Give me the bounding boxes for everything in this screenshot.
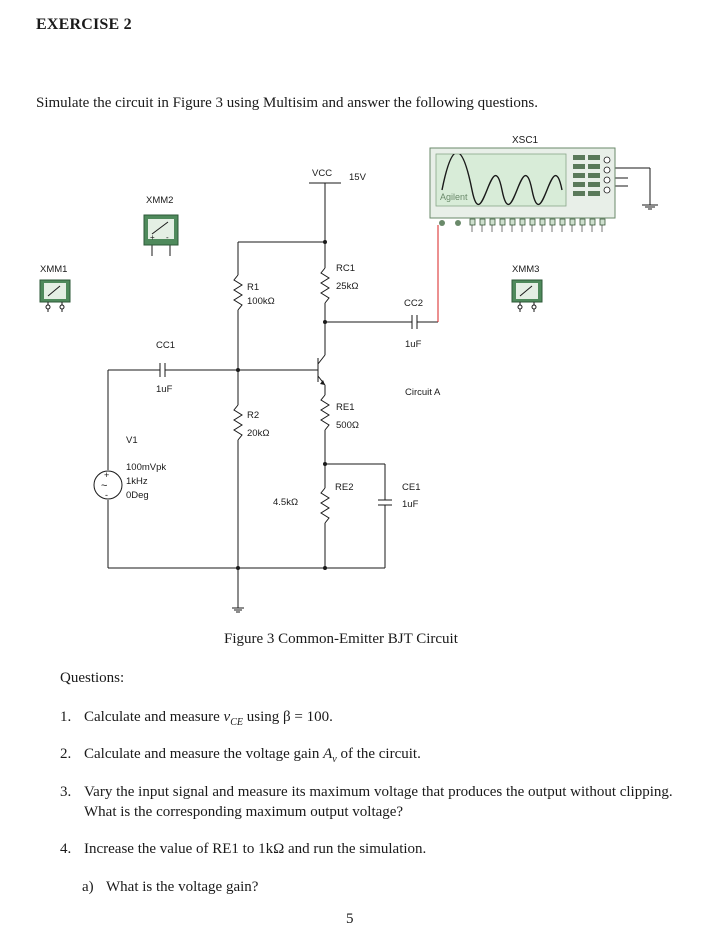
- oscilloscope: Agilent: [429, 147, 616, 232]
- multimeter-xmm1-icon: [39, 279, 71, 312]
- scope-brand: Agilent: [440, 192, 468, 202]
- label-v1-amplitude: 100mVpk: [126, 462, 166, 473]
- v1-minus-sign: -: [105, 490, 108, 500]
- label-v1: V1: [126, 435, 138, 446]
- exercise-title: EXERCISE 2: [36, 16, 132, 33]
- multimeter-xmm3-icon: [511, 279, 543, 312]
- label-re2: RE2: [335, 482, 353, 493]
- question-text: Calculate and measure vCE using β = 100.: [84, 709, 333, 728]
- label-r2: R2: [247, 410, 259, 421]
- label-re2-value: 4.5kΩ: [273, 497, 298, 508]
- v1-source: [93, 470, 123, 500]
- question-number: 3.: [60, 784, 72, 800]
- questions-heading: Questions:: [60, 670, 125, 686]
- question-number: 2.: [60, 746, 72, 762]
- label-circuit-a: Circuit A: [405, 387, 441, 398]
- label-v1-frequency: 1kHz: [126, 476, 148, 487]
- v1-tilde-icon: ~: [101, 480, 107, 492]
- label-xmm3: XMM3: [512, 264, 539, 275]
- question-number: 4.: [60, 841, 72, 857]
- intro-text: Simulate the circuit in Figure 3 using M…: [36, 95, 539, 111]
- label-xmm1: XMM1: [40, 264, 67, 275]
- label-ce1: CE1: [402, 482, 420, 493]
- bjt-collector: [317, 354, 326, 365]
- label-xsc1: XSC1: [512, 135, 539, 146]
- question-text: Increase the value of RE1 to 1kΩ and run…: [84, 841, 427, 857]
- r2-resistor: [233, 404, 243, 441]
- question-number: 1.: [60, 709, 72, 725]
- subquestion-text: What is the voltage gain?: [106, 879, 259, 895]
- label-re1-value: 500Ω: [336, 420, 359, 431]
- page-number: 5: [346, 911, 354, 927]
- label-r1-value: 100kΩ: [247, 296, 275, 307]
- label-xmm2: XMM2: [146, 195, 173, 206]
- bjt-emitter-arrow: [320, 380, 325, 385]
- figure-caption: Figure 3 Common-Emitter BJT Circuit: [224, 631, 458, 647]
- r1-resistor: [233, 274, 243, 311]
- label-rc1: RC1: [336, 263, 355, 274]
- re1-resistor: [320, 394, 330, 431]
- question-3: 3. Vary the input signal and measure its…: [60, 782, 680, 824]
- svg-text:-: -: [166, 233, 169, 242]
- label-r1: R1: [247, 282, 259, 293]
- label-cc2: CC2: [404, 298, 423, 309]
- label-vcc-value: 15V: [349, 172, 367, 183]
- sine-wave-icon: [441, 154, 563, 206]
- label-cc1-value: 1uF: [156, 384, 173, 395]
- multimeter-xmm2-icon: +-: [143, 214, 179, 246]
- v1-plus-sign: +: [104, 470, 109, 480]
- label-v1-phase: 0Deg: [126, 490, 149, 501]
- label-ce1-value: 1uF: [402, 499, 419, 510]
- label-cc2-value: 1uF: [405, 339, 422, 350]
- rc1-resistor: [320, 267, 330, 304]
- circuit-schematic: + - ~: [39, 135, 658, 613]
- question-text: Vary the input signal and measure its ma…: [84, 784, 673, 820]
- question-text: Calculate and measure the voltage gain A…: [84, 746, 421, 765]
- label-rc1-value: 25kΩ: [336, 281, 358, 292]
- re2-resistor: [320, 487, 330, 524]
- svg-text:+: +: [150, 233, 155, 242]
- label-re1: RE1: [336, 402, 354, 413]
- label-cc1: CC1: [156, 340, 175, 351]
- subquestion-number: a): [82, 879, 94, 895]
- label-r2-value: 20kΩ: [247, 428, 269, 439]
- label-vcc: VCC: [312, 168, 332, 179]
